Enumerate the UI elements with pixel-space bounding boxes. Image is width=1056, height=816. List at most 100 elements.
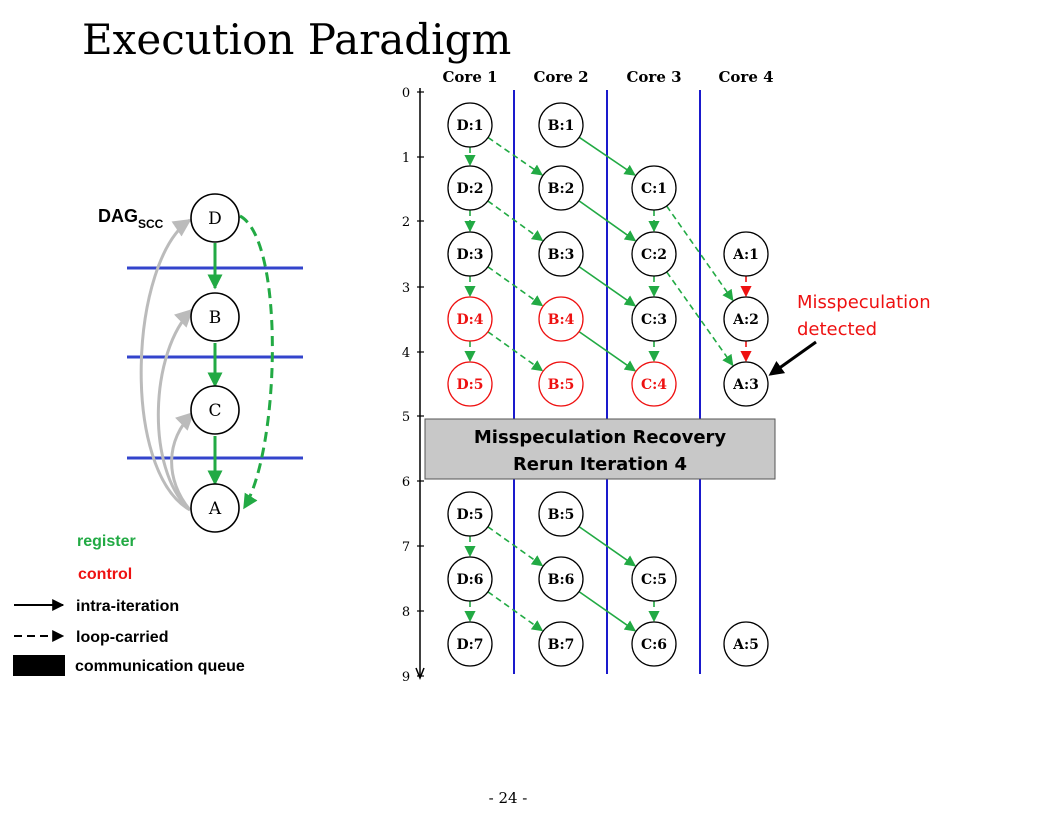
loop-carried-edge — [487, 331, 544, 372]
legend-queue: communication queue — [75, 658, 245, 675]
core-header-2: Core 2 — [533, 68, 588, 86]
dag-node-d: D — [190, 193, 240, 243]
timeline-node: B:4 — [538, 296, 584, 342]
intra-iteration-edge — [578, 200, 637, 242]
legend-intra: intra-iteration — [76, 598, 179, 615]
svg-text:D:3: D:3 — [456, 247, 483, 263]
svg-text:A:1: A:1 — [732, 247, 759, 263]
time-axis-arrowhead — [415, 667, 425, 681]
dag-node-c: C — [190, 385, 240, 435]
edge-d-a-loop — [239, 214, 274, 510]
page-number: - 24 - — [489, 789, 528, 807]
recovery-line-2: Rerun Iteration 4 — [513, 454, 687, 475]
timeline-node: D:2 — [447, 165, 493, 211]
timeline-node: B:6 — [538, 556, 584, 602]
svg-text:C:5: C:5 — [641, 572, 667, 588]
svg-text:D:2: D:2 — [456, 181, 483, 197]
misspeculation-annotation: Misspeculation detected — [768, 292, 931, 376]
timeline-node: D:5 — [447, 491, 493, 537]
gray-edge-a-b — [156, 308, 194, 512]
svg-text:C: C — [208, 401, 221, 421]
loop-carried-edge — [487, 591, 544, 632]
timeline-node: C:2 — [631, 231, 677, 277]
timeline-edges — [464, 136, 752, 632]
svg-text:B:2: B:2 — [548, 181, 575, 197]
misspec-arrow — [768, 340, 817, 376]
intra-iteration-edge — [578, 265, 637, 307]
svg-text:A: A — [208, 499, 222, 519]
svg-text:D: D — [208, 209, 222, 229]
svg-text:B:5: B:5 — [548, 377, 575, 393]
svg-text:D:7: D:7 — [456, 637, 483, 653]
legend-loop: loop-carried — [76, 629, 168, 646]
timeline-nodes: D:1 B:1D:2 B:2 C:1D:3 B:3 C:2 A:1D:4 B:4 C:3 A:2D… — [447, 102, 769, 667]
timeline-node: B:1 — [538, 102, 584, 148]
timeline-node: C:1 — [631, 165, 677, 211]
misspec-line-1: Misspeculation — [797, 292, 931, 313]
timeline-node: D:6 — [447, 556, 493, 602]
timeline-node: D:7 — [447, 621, 493, 667]
core-header-3: Core 3 — [626, 68, 681, 86]
dag-label: DAGSCC — [98, 206, 164, 231]
loop-carried-edge — [665, 205, 734, 302]
recovery-box: Misspeculation Recovery Rerun Iteration … — [424, 418, 776, 480]
timeline-node: B:2 — [538, 165, 584, 211]
svg-text:D:4: D:4 — [456, 312, 483, 328]
loop-carried-edge — [487, 526, 544, 567]
timeline-node: B:5 — [538, 361, 584, 407]
gray-edge-a-c — [170, 411, 195, 511]
timeline-node: D:5 — [447, 361, 493, 407]
dag-node-b: B — [190, 292, 240, 342]
timeline-node: C:3 — [631, 296, 677, 342]
recovery-line-1: Misspeculation Recovery — [474, 427, 727, 448]
legend: register control intra-iteration loop-ca… — [13, 533, 245, 676]
svg-text:B:6: B:6 — [548, 572, 575, 588]
intra-iteration-edge — [578, 330, 637, 372]
time-tick-label: 3 — [402, 281, 410, 296]
svg-text:C:1: C:1 — [641, 181, 667, 197]
svg-text:B:5: B:5 — [548, 507, 575, 523]
misspec-line-2: detected — [797, 319, 877, 340]
time-tick-label: 1 — [402, 151, 410, 166]
loop-carried-edge — [487, 200, 544, 242]
loop-carried-edge — [666, 271, 734, 367]
intra-iteration-edge — [578, 590, 637, 632]
timeline-node: B:3 — [538, 231, 584, 277]
time-tick-label: 5 — [402, 410, 410, 425]
svg-text:B:3: B:3 — [548, 247, 575, 263]
timeline-node: C:4 — [631, 361, 677, 407]
dag-scc: D B C A DAGSCC — [98, 193, 303, 533]
intra-iteration-edge — [578, 136, 636, 176]
svg-text:D:5: D:5 — [456, 507, 483, 523]
intra-iteration-edge — [578, 525, 637, 567]
time-tick-label: 6 — [402, 475, 410, 490]
svg-text:D:1: D:1 — [456, 118, 483, 134]
svg-text:B:1: B:1 — [548, 118, 575, 134]
svg-text:B: B — [209, 308, 222, 328]
timeline-node: A:5 — [723, 621, 769, 667]
timeline-node: A:2 — [723, 296, 769, 342]
timeline-node: D:1 — [447, 102, 493, 148]
svg-text:C:2: C:2 — [641, 247, 667, 263]
legend-register: register — [77, 533, 136, 550]
svg-text:C:6: C:6 — [641, 637, 667, 653]
timeline-node: D:3 — [447, 231, 493, 277]
svg-text:D:6: D:6 — [456, 572, 483, 588]
svg-text:D:5: D:5 — [456, 377, 483, 393]
core-header-1: Core 1 — [442, 68, 497, 86]
svg-text:A:3: A:3 — [732, 377, 759, 393]
legend-queue-box — [13, 655, 65, 676]
gray-edge-a-d — [139, 218, 192, 512]
svg-text:B:7: B:7 — [548, 637, 575, 653]
svg-text:A:2: A:2 — [732, 312, 759, 328]
time-tick-label: 8 — [402, 605, 410, 620]
timeline-node: C:6 — [631, 621, 677, 667]
time-tick-label: 4 — [402, 346, 410, 361]
svg-text:B:4: B:4 — [548, 312, 575, 328]
timeline-node: D:4 — [447, 296, 493, 342]
svg-text:C:4: C:4 — [641, 377, 667, 393]
timeline-node: A:3 — [723, 361, 769, 407]
